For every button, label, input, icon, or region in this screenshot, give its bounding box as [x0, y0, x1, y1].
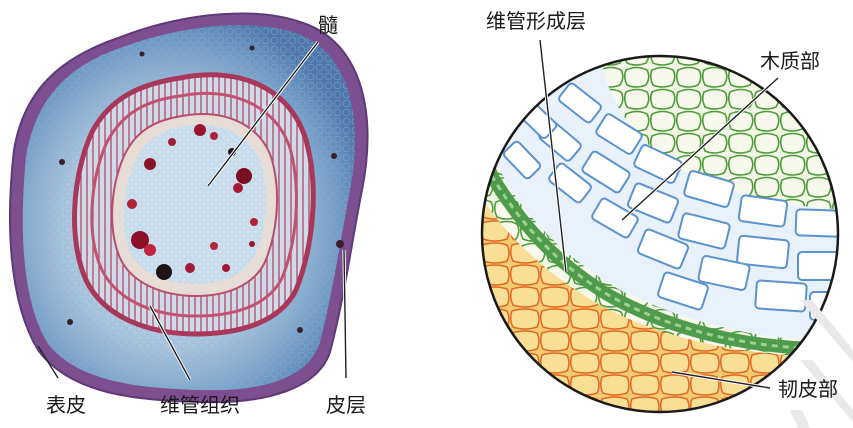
stem-cross-section — [10, 14, 368, 403]
label-xylem: 木质部 — [760, 49, 820, 73]
label-phloem: 韧皮部 — [778, 377, 838, 401]
label-pith: 髓 — [318, 13, 338, 37]
label-cortex: 皮层 — [326, 393, 366, 417]
label-cambium: 维管形成层 — [486, 9, 586, 33]
magnified-view — [470, 40, 853, 428]
label-vascular-tissue: 维管组织 — [160, 393, 240, 417]
label-epidermis: 表皮 — [46, 393, 86, 417]
